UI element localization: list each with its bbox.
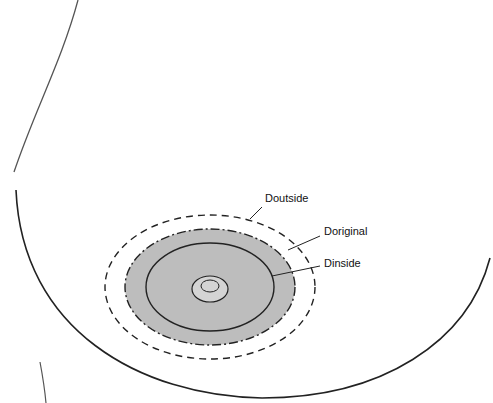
body-line: [40, 362, 46, 403]
original-areola: [125, 229, 295, 345]
dimension-label: Doriginal: [323, 225, 368, 237]
breast-contour: [16, 190, 490, 398]
dimension-label: Dinside: [323, 257, 362, 269]
leader-line: [250, 207, 262, 219]
inside-circle: [146, 243, 274, 331]
dimension-label: Doutside: [264, 192, 309, 204]
leader-line: [288, 236, 320, 250]
nipple-tip: [201, 280, 219, 292]
breast-upper-contour: [14, 0, 78, 172]
outside-circle: [105, 215, 315, 359]
leader-line: [272, 266, 320, 276]
nipple: [192, 276, 228, 302]
